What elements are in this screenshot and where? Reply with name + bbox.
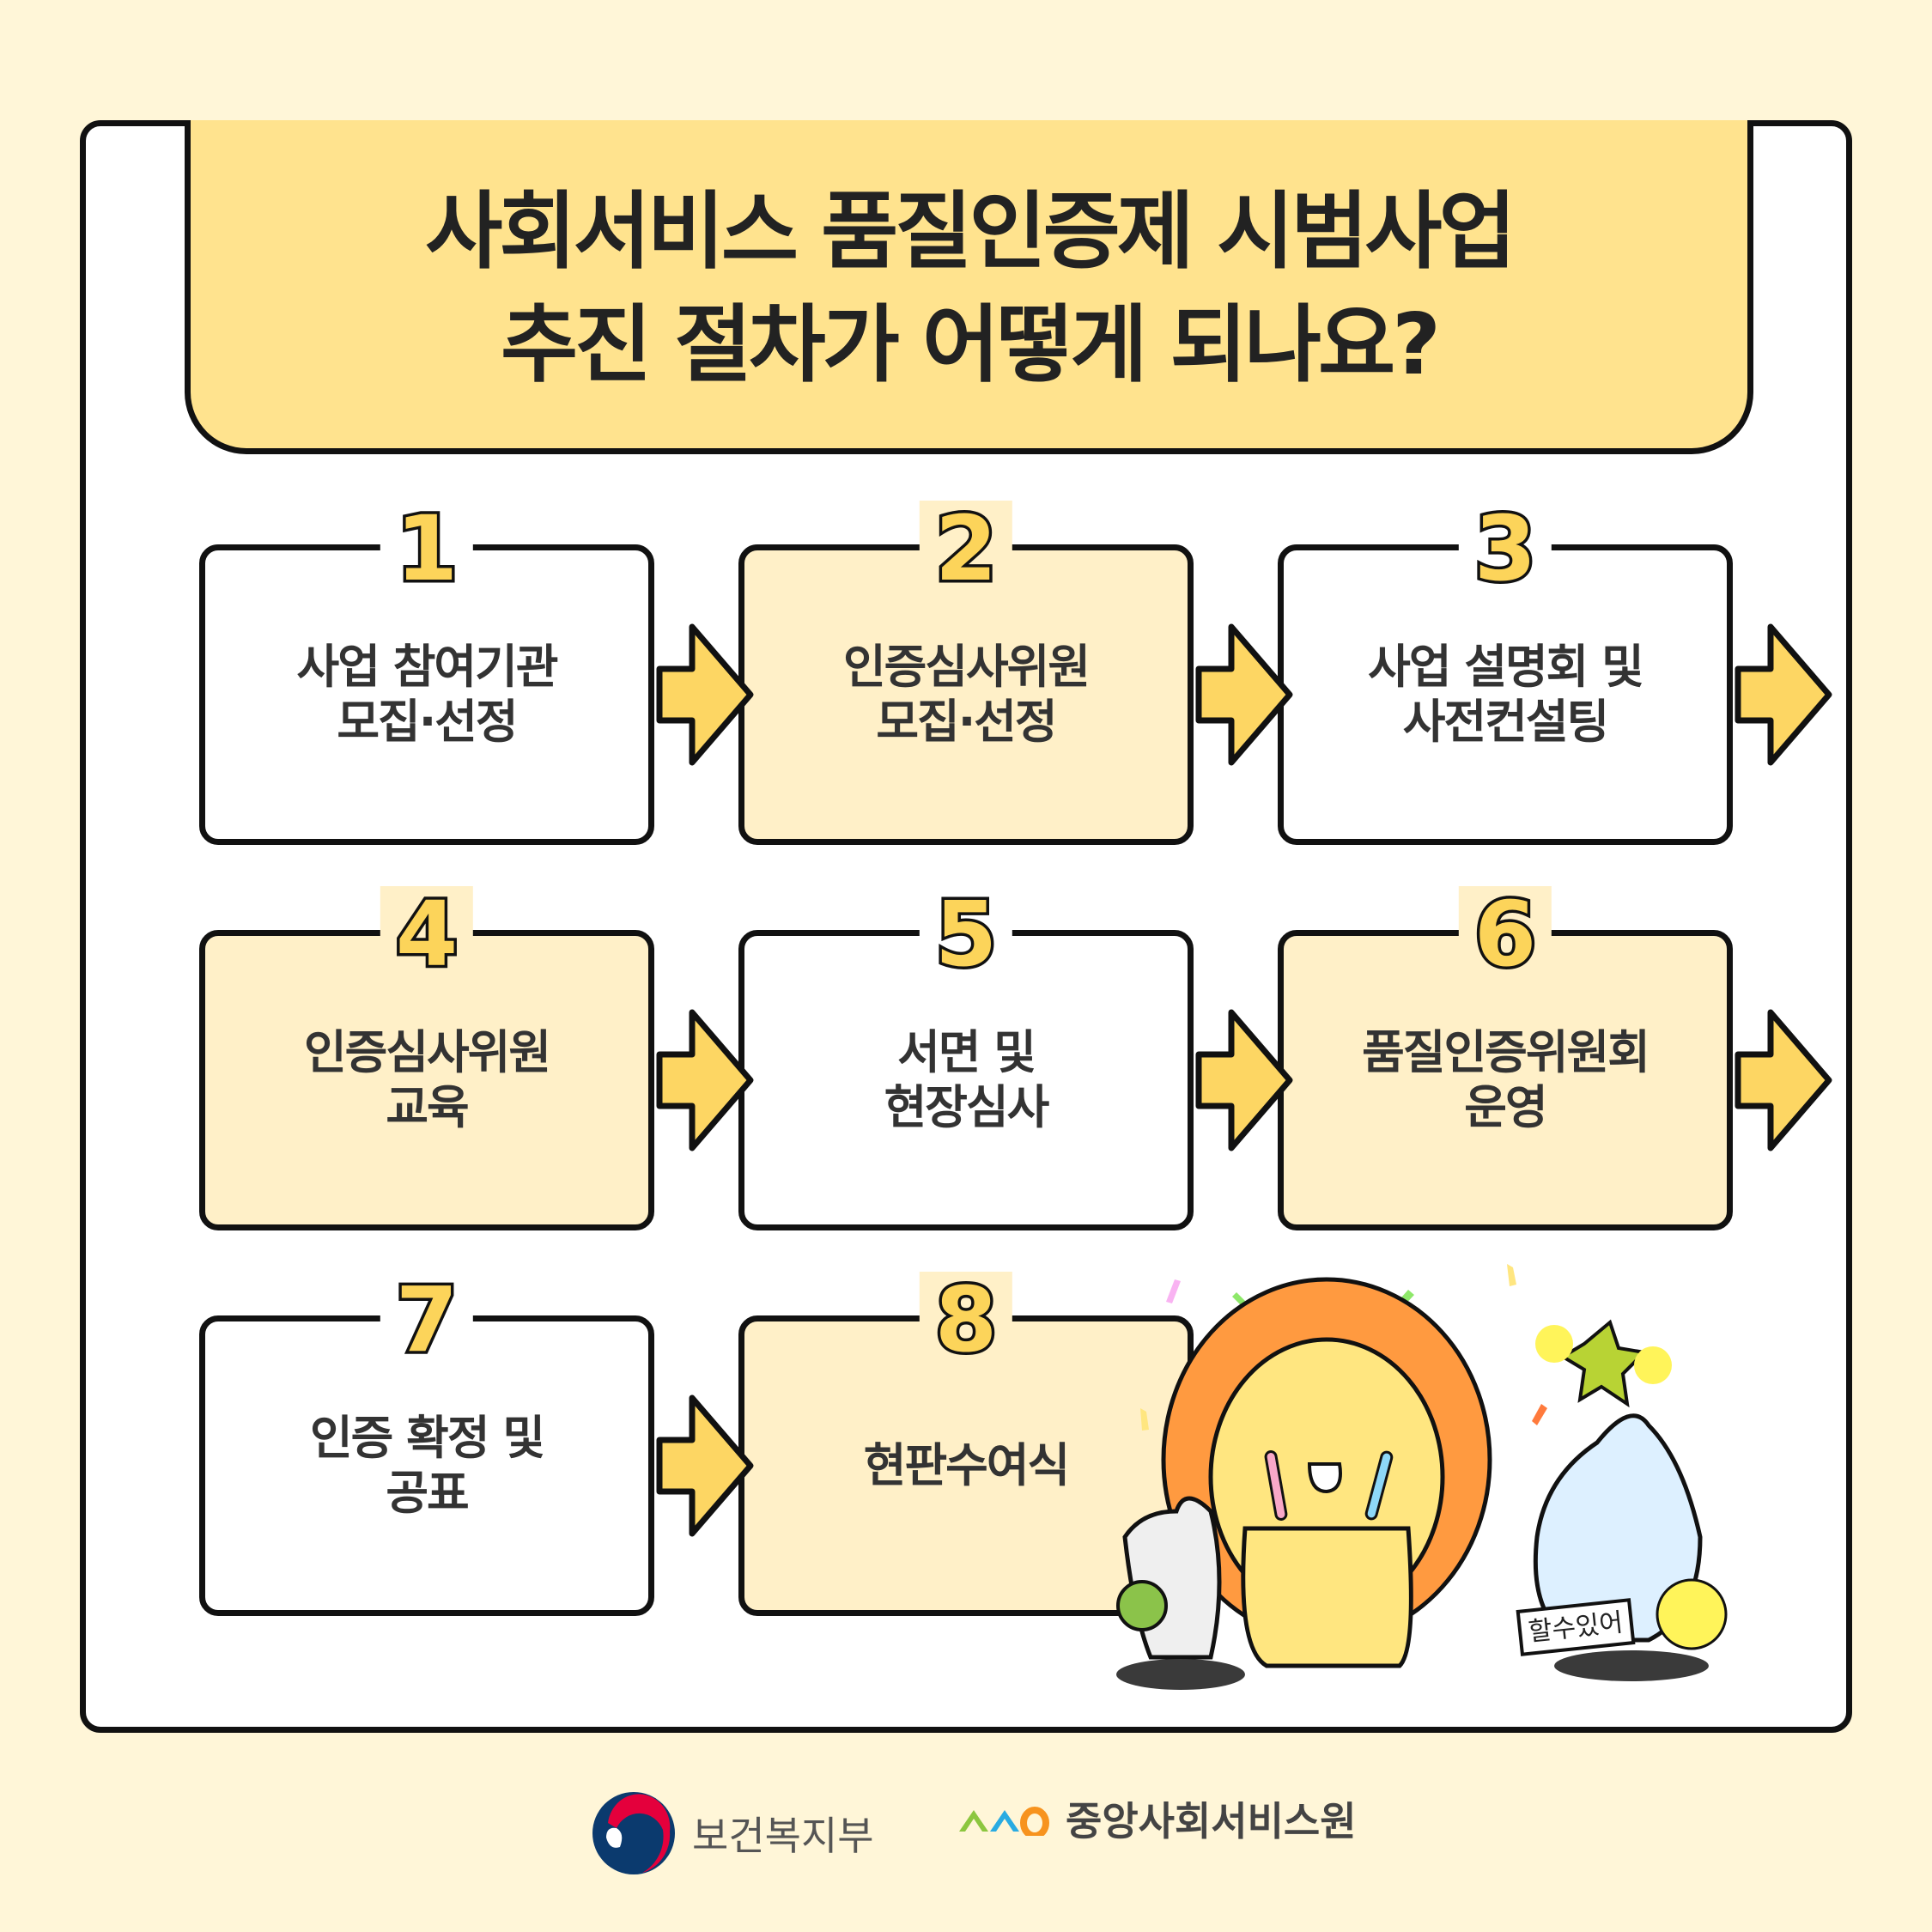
step-number: 7 xyxy=(380,1269,474,1371)
step-number: 2 xyxy=(919,498,1013,600)
step-number: 1 xyxy=(380,498,474,600)
title-line-1: 사회서비스 품질인증제 시범사업 xyxy=(425,183,1516,281)
ministry-name: 보건복지부 xyxy=(692,1813,874,1859)
title-line-2: 추진 절차가 어떻게 되나요? xyxy=(501,296,1441,394)
arrow-right-icon xyxy=(656,1009,754,1151)
mascot-illustration: 할수있어 xyxy=(1116,1264,1728,1690)
step-number: 3 xyxy=(1458,498,1552,600)
step-number: 5 xyxy=(919,884,1013,986)
orange-sun-mascot xyxy=(1161,1277,1492,1668)
agency-mark-icon xyxy=(959,1807,1049,1836)
title-banner: 사회서비스 품질인증제 시범사업 추진 절차가 어떻게 되나요? xyxy=(185,120,1753,454)
ministry-logo: 보건복지부 xyxy=(591,1790,874,1876)
blue-drop-mascot: 할수있어 xyxy=(1516,1413,1728,1681)
arrow-right-icon xyxy=(656,623,754,766)
green-star-mascot xyxy=(1535,1319,1672,1408)
step-number: 4 xyxy=(380,884,474,986)
step-label: 현판수여식 xyxy=(863,1438,1070,1492)
step-number: 8 xyxy=(919,1269,1013,1371)
arrow-right-icon xyxy=(1735,623,1832,766)
agency-logo: 중앙사회서비스원 xyxy=(959,1790,1357,1847)
arrow-right-icon xyxy=(1735,1009,1832,1151)
white-ghost-mascot xyxy=(1116,1496,1245,1690)
agency-name: 중앙사회서비스원 xyxy=(1066,1798,1357,1844)
arrow-right-icon xyxy=(656,1394,754,1537)
arrow-right-icon xyxy=(1195,1009,1293,1151)
step-number: 6 xyxy=(1458,884,1552,986)
step-8: 8 현판수여식 xyxy=(738,1269,1194,1616)
arrow-right-icon xyxy=(1195,623,1293,766)
taegeuk-icon xyxy=(592,1792,675,1874)
